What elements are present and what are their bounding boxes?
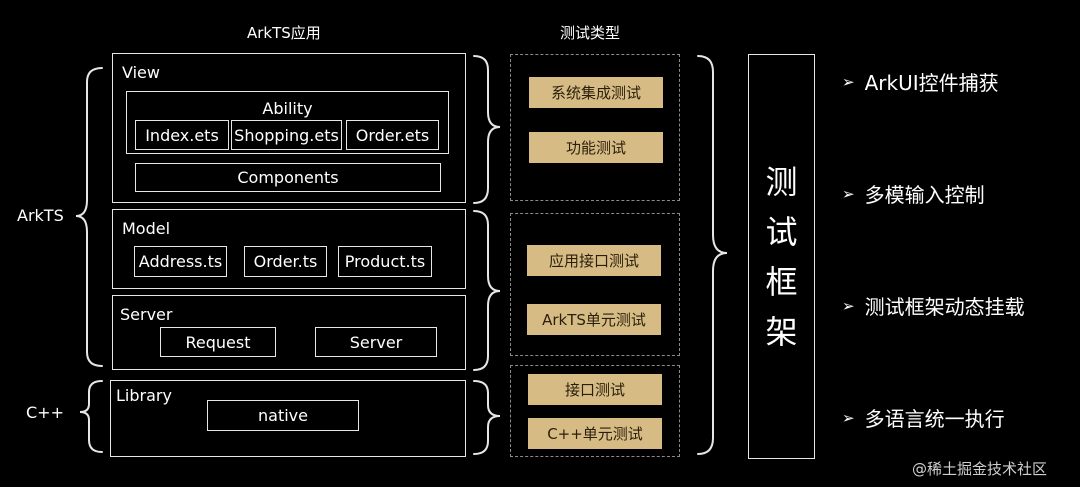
test-cpp-unit: C++单元测试: [528, 418, 662, 449]
cpp-brace: [79, 380, 103, 453]
request-box: Request: [160, 327, 276, 357]
feature-label: 测试框架动态挂载: [864, 295, 1025, 319]
file-product-ts: Product.ts: [338, 246, 432, 277]
feature-item: ➢ 多语言统一执行: [842, 403, 1005, 432]
framework-char-4: 架: [765, 312, 798, 351]
server-title: Server: [120, 305, 173, 324]
feature-item: ➢ 多模输入控制: [842, 179, 985, 208]
library-block: Library native: [110, 380, 466, 457]
native-box: native: [207, 400, 359, 431]
arkts-brace: [75, 67, 103, 367]
file-order-ts: Order.ts: [244, 246, 327, 277]
framework-char-1: 测: [765, 162, 798, 201]
header-arkts-app: ArkTS应用: [247, 24, 321, 42]
framework-char-2: 试: [765, 212, 798, 251]
file-order-ets: Order.ets: [346, 120, 439, 150]
label-cpp: C++: [26, 403, 64, 422]
header-test-types: 测试类型: [560, 24, 621, 42]
feature-item: ➢ 测试框架动态挂载: [842, 291, 1025, 320]
test-group-2: [510, 213, 680, 356]
test-interface: 接口测试: [528, 374, 662, 405]
test-group-3: [510, 365, 680, 457]
model-right-brace: [473, 210, 501, 371]
test-system-integration: 系统集成测试: [529, 77, 663, 108]
ability-title: Ability: [262, 99, 313, 118]
label-arkts: ArkTS: [17, 206, 64, 225]
model-title: Model: [122, 219, 171, 238]
feature-label: ArkUI控件捕获: [864, 71, 999, 95]
arrow-icon: ➢: [842, 296, 855, 315]
server-block: Server Request Server: [112, 295, 466, 370]
test-framework-box: 测 试 框 架: [748, 54, 815, 459]
test-app-interface: 应用接口测试: [527, 245, 661, 276]
model-block: Model Address.ts Order.ts Product.ts: [112, 209, 466, 289]
watermark: @稀土掘金技术社区: [912, 460, 1048, 478]
arrow-icon: ➢: [842, 184, 855, 203]
components-box: Components: [135, 163, 441, 192]
view-title: View: [122, 63, 160, 82]
framework-char-3: 框: [765, 262, 798, 301]
view-block: View Ability Index.ets Shopping.ets Orde…: [112, 53, 466, 203]
file-shopping-ets: Shopping.ets: [231, 120, 342, 150]
framework-brace: [697, 55, 728, 455]
view-right-brace: [473, 55, 501, 204]
file-address-ts: Address.ts: [134, 246, 227, 277]
server-box: Server: [315, 327, 437, 357]
ability-block: Ability: [126, 91, 449, 154]
feature-label: 多模输入控制: [864, 183, 985, 207]
test-functional: 功能测试: [529, 132, 663, 163]
library-title: Library: [116, 386, 172, 405]
test-group-1: [510, 54, 680, 201]
library-right-brace: [473, 380, 501, 455]
feature-label: 多语言统一执行: [864, 407, 1005, 431]
feature-item: ➢ ArkUI控件捕获: [842, 67, 999, 96]
arrow-icon: ➢: [842, 72, 855, 91]
file-index-ets: Index.ets: [135, 120, 229, 150]
arrow-icon: ➢: [842, 408, 855, 427]
test-arkts-unit: ArkTS单元测试: [527, 304, 661, 335]
